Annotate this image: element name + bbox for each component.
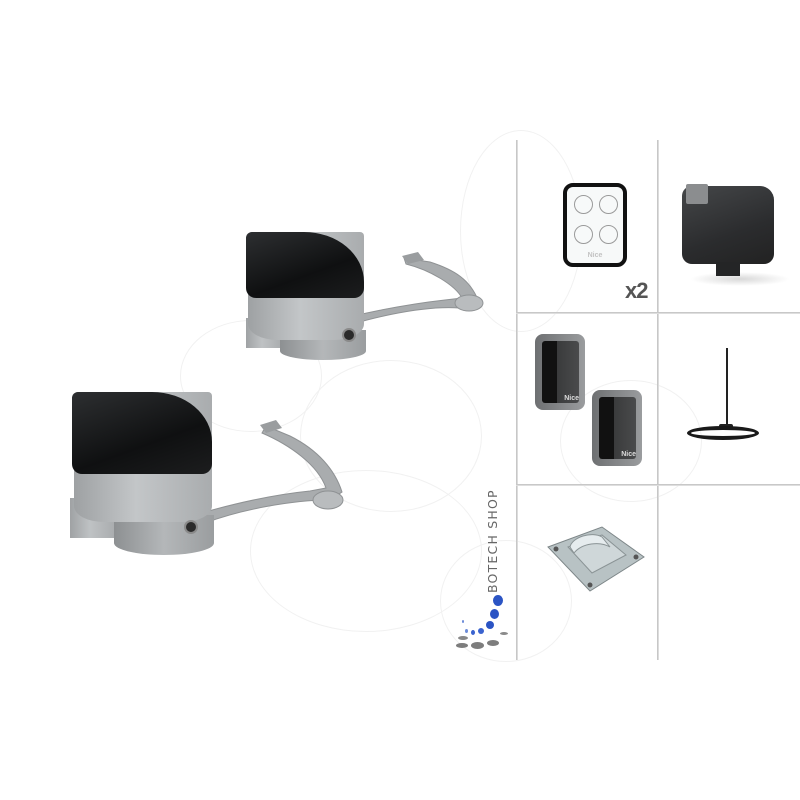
logo-dot-icon (490, 609, 499, 619)
photocell: Nice (535, 334, 585, 410)
plug-in-receiver (682, 184, 774, 276)
lock-icon (342, 328, 356, 342)
gate-stop-plate (547, 526, 645, 592)
logo-dot-icon (486, 621, 494, 629)
lock-icon (184, 520, 198, 534)
logo-text: BOTECH SHOP (485, 489, 500, 593)
remote-control: Nice (563, 183, 627, 267)
remote-button-icon (574, 225, 593, 244)
quantity-label: x2 (625, 278, 649, 303)
power-button-icon (599, 225, 618, 244)
remote-button-icon (574, 195, 593, 214)
logo-dot-icon (493, 595, 503, 606)
antenna-icon (726, 348, 728, 428)
photocell: Nice (592, 390, 642, 466)
remote-button-icon (599, 195, 618, 214)
terminal-block (686, 184, 708, 204)
brand-label: Nice (587, 252, 603, 259)
